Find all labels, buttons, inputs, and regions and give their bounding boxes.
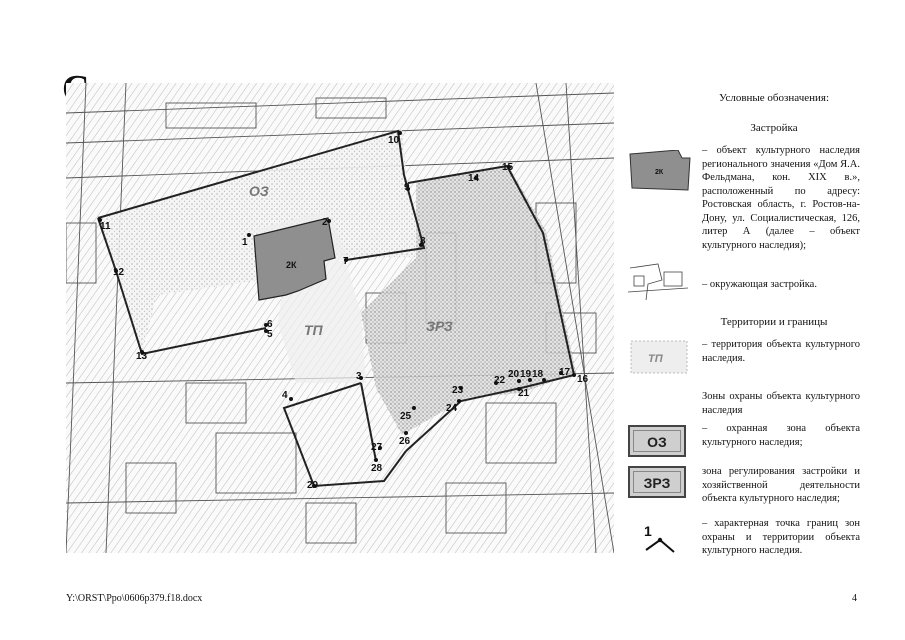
svg-text:13: 13 — [136, 351, 148, 362]
svg-text:27: 27 — [371, 442, 383, 453]
svg-text:4: 4 — [282, 390, 288, 401]
zrz-symbol: ЗРЗ — [628, 466, 686, 498]
svg-text:ТП: ТП — [648, 353, 664, 365]
legend-title: Условные обозначения: — [718, 92, 830, 104]
svg-text:12: 12 — [113, 267, 125, 278]
heritage-object-description: – объект культурного наследия региональн… — [702, 145, 860, 251]
oz-symbol: ОЗ — [628, 425, 686, 457]
svg-text:16: 16 — [577, 374, 589, 385]
building-label: 2К — [286, 260, 297, 270]
svg-text:10: 10 — [388, 135, 400, 146]
svg-text:8: 8 — [420, 236, 426, 247]
svg-text:26: 26 — [399, 436, 411, 447]
characteristic-point-description: – характерная точка границ зон охраны и … — [702, 518, 860, 556]
svg-text:14: 14 — [468, 173, 480, 184]
heritage-building — [253, 217, 336, 301]
zone-label-zrz: ЗРЗ — [426, 318, 453, 334]
footer-file-path: Y:\ORST\Ppo\0606p379.f18.docx — [66, 593, 203, 604]
svg-text:5: 5 — [267, 329, 273, 340]
svg-text:21: 21 — [518, 388, 530, 399]
svg-text:25: 25 — [400, 411, 412, 422]
oz-description: – охранная зона объекта культурного насл… — [702, 423, 860, 448]
svg-text:18: 18 — [532, 369, 544, 380]
svg-text:28: 28 — [371, 463, 383, 474]
svg-text:24: 24 — [446, 403, 458, 414]
point-labels: 1 2 3 4 5 6 7 8 9 10 11 12 13 14 15 16 1… — [100, 135, 589, 491]
zone-label-oz: ОЗ — [249, 183, 269, 199]
svg-text:1: 1 — [242, 237, 248, 248]
svg-text:23: 23 — [452, 385, 464, 396]
svg-text:22: 22 — [494, 375, 506, 386]
svg-text:6: 6 — [267, 319, 273, 330]
zone-label-tp: ТП — [304, 322, 324, 338]
svg-text:11: 11 — [100, 221, 111, 232]
svg-text:2К: 2К — [655, 169, 664, 176]
point-markers — [98, 131, 576, 488]
zone-boundaries — [97, 129, 575, 488]
svg-text:29: 29 — [307, 480, 319, 491]
svg-text:7: 7 — [343, 256, 349, 267]
map-area: 2К ОЗ ТП ЗРЗ 1 2 3 4 5 6 7 8 9 10 11 12 — [66, 83, 614, 553]
svg-text:2: 2 — [322, 217, 328, 228]
characteristic-point-symbol: 1 — [644, 523, 675, 553]
svg-text:3: 3 — [356, 371, 362, 382]
svg-text:9: 9 — [404, 182, 410, 193]
zrz-description: зона регулирования застройки и хозяйстве… — [702, 466, 860, 504]
zones-heading: Зоны охраны объекта культурного наследия — [702, 391, 860, 416]
heritage-building-symbol: 2К — [629, 150, 691, 191]
territory-description: – территория объекта культурного наследи… — [702, 339, 860, 364]
svg-text:20: 20 — [508, 369, 520, 380]
legend-section-territories: Территории и границы — [720, 316, 828, 328]
footer-page-number: 4 — [852, 593, 857, 604]
svg-text:19: 19 — [520, 369, 532, 380]
legend: Условные обозначения: Застройка 2К – объ… — [620, 0, 870, 600]
svg-text:1: 1 — [644, 523, 652, 539]
svg-text:15: 15 — [502, 162, 514, 173]
surrounding-buildings-symbol — [628, 263, 689, 301]
regulation-zone-area — [361, 165, 576, 435]
svg-text:17: 17 — [559, 367, 571, 378]
territory-area — [249, 210, 366, 383]
surrounding-buildings-description: – окружающая застройка. — [702, 279, 817, 290]
territory-symbol: ТП — [630, 340, 688, 374]
legend-section-buildings: Застройка — [750, 122, 798, 134]
